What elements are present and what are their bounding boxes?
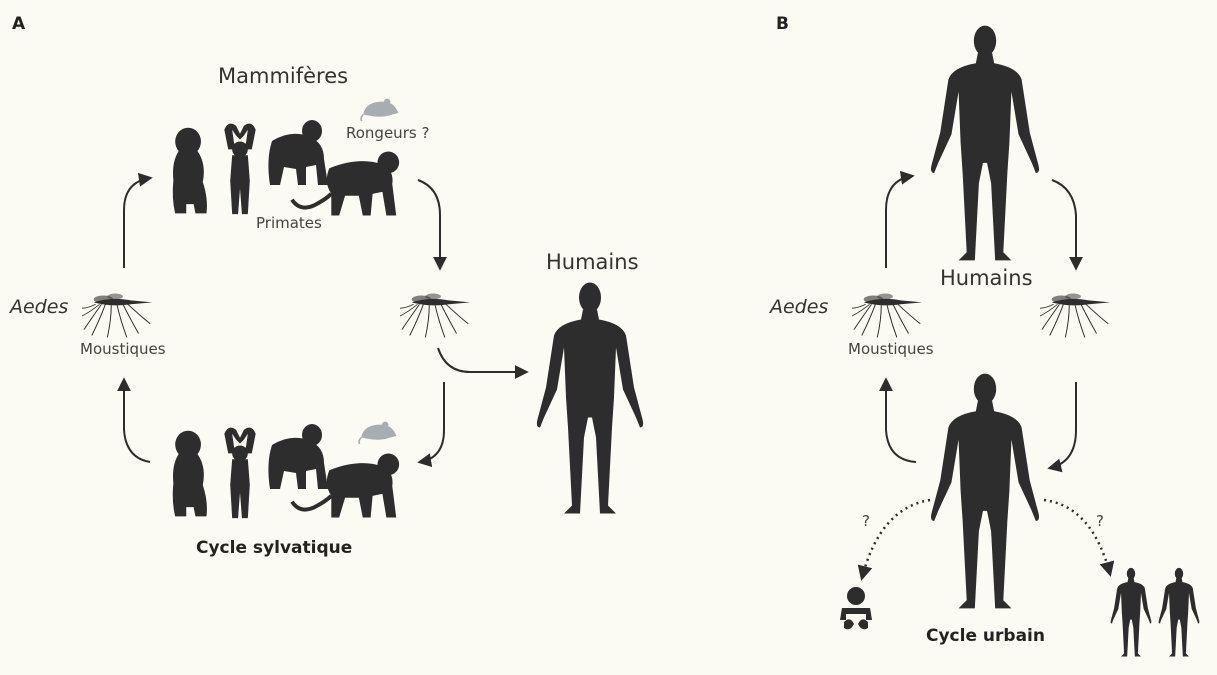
baby-icon xyxy=(840,587,872,629)
arrow xyxy=(886,380,916,462)
cycle-urbain-label: Cycle urbain xyxy=(926,626,1045,646)
panel-b-label: B xyxy=(776,14,789,34)
primates-label: Primates xyxy=(256,214,322,232)
adult-icon xyxy=(1159,568,1200,657)
question-mark: ? xyxy=(1096,512,1104,530)
mosquitoes-label: Moustiques xyxy=(80,340,166,358)
baboon-icon xyxy=(173,128,207,214)
dotted-arrow xyxy=(862,500,930,578)
rodents-label: Rongeurs ? xyxy=(346,124,429,142)
aedes-label: Aedes xyxy=(10,296,68,318)
arrow xyxy=(438,348,526,372)
panel-b-dotted-arrows xyxy=(862,500,1110,578)
panel-a-label: A xyxy=(12,14,25,34)
mosquito-icon xyxy=(400,294,470,338)
mosquito-icon xyxy=(1040,294,1110,338)
gorilla-icon xyxy=(268,120,328,185)
arrow xyxy=(1050,382,1076,468)
arrow xyxy=(124,178,150,268)
mammals-title: Mammifères xyxy=(218,64,348,88)
baboon-icon xyxy=(173,431,207,517)
mosquitoes-label: Moustiques xyxy=(848,340,934,358)
humans-label: Humains xyxy=(940,266,1033,290)
gibbon-icon xyxy=(224,124,255,214)
rodent-icon xyxy=(361,99,398,121)
mosquito-icon xyxy=(82,294,152,338)
human-icon xyxy=(931,26,1039,261)
human-icon xyxy=(537,283,643,514)
mosquito-icon xyxy=(852,294,922,338)
arrow xyxy=(1052,180,1076,268)
cycle-sylvatique-label: Cycle sylvatique xyxy=(196,538,352,558)
gorilla-icon xyxy=(268,424,328,489)
question-mark: ? xyxy=(862,512,870,530)
rodent-icon xyxy=(359,422,396,444)
gibbon-icon xyxy=(224,428,255,518)
arrow xyxy=(124,380,150,462)
arrow xyxy=(418,180,440,268)
humans-label: Humains xyxy=(546,250,639,274)
human-icon xyxy=(931,374,1039,609)
panel-a-arrows xyxy=(124,178,526,462)
arrow xyxy=(420,382,444,462)
arrow xyxy=(886,176,912,268)
adult-icon xyxy=(1111,568,1152,657)
aedes-label: Aedes xyxy=(770,296,828,318)
